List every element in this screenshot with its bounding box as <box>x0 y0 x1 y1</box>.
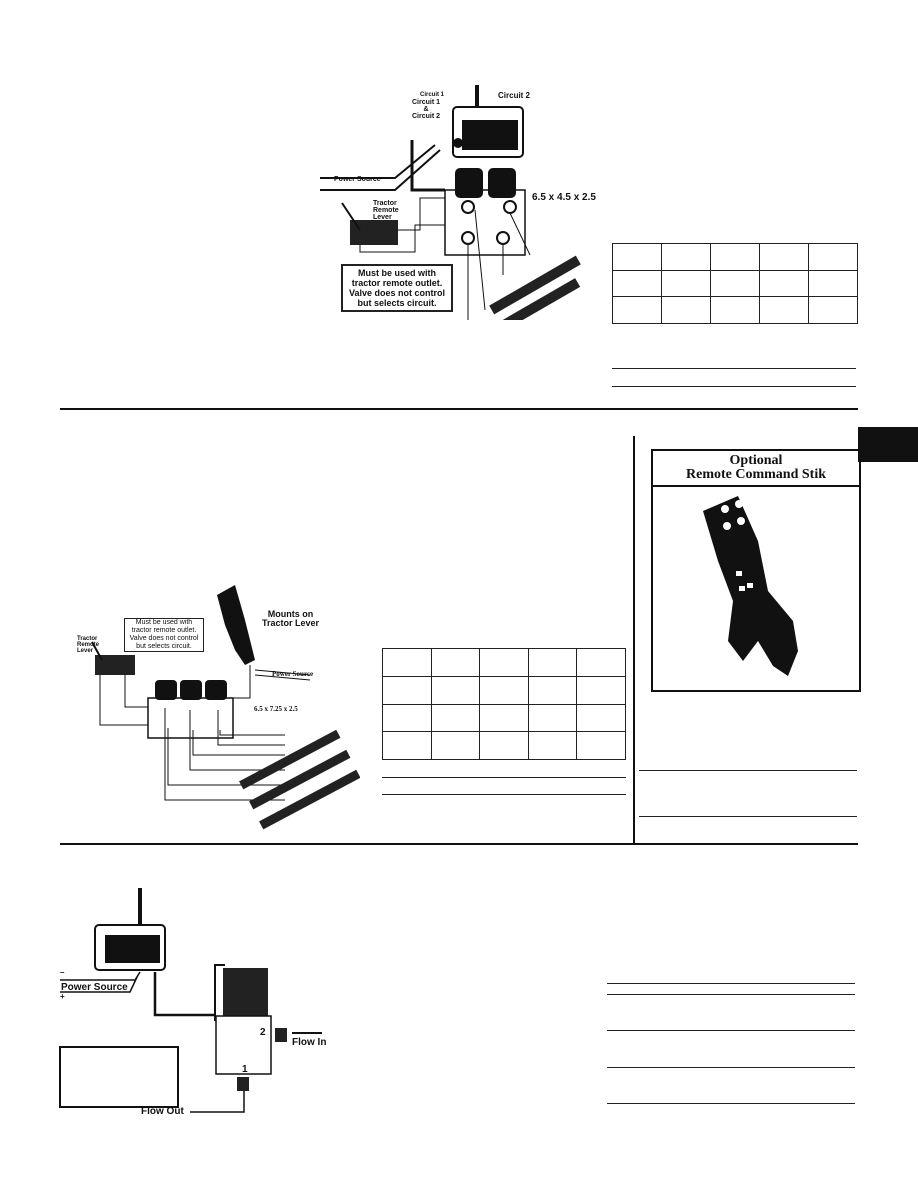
diagram-art <box>60 888 322 1113</box>
table-cell <box>576 731 626 760</box>
table-cell <box>612 296 662 324</box>
section-divider <box>60 843 858 845</box>
rule <box>607 1067 855 1068</box>
mounts-label: Mounts on Tractor Lever <box>262 609 320 628</box>
table-cell <box>612 243 662 271</box>
table-cell <box>576 648 626 677</box>
table-cell <box>527 675 578 705</box>
rule <box>607 1030 855 1031</box>
table-cell <box>576 675 626 705</box>
table-cell <box>808 269 858 298</box>
power-source-label: Power Source <box>334 176 381 183</box>
table-cell <box>710 243 760 271</box>
stik-title: Optional Remote Command Stik <box>653 451 859 487</box>
table-cell <box>759 296 809 324</box>
table-cell <box>382 675 432 705</box>
table-cell <box>759 269 809 298</box>
table-cell <box>479 731 529 760</box>
table-cell <box>479 675 529 705</box>
table-cell <box>527 703 578 733</box>
table-cell <box>479 648 529 677</box>
command-stik-image <box>703 496 798 676</box>
table-row <box>382 731 626 760</box>
column-divider <box>633 436 635 844</box>
rule <box>382 777 626 778</box>
port-2-label: 2 <box>260 1027 266 1038</box>
table-cell <box>527 648 578 677</box>
table-cell <box>382 703 432 733</box>
section-divider <box>60 408 858 410</box>
table-row <box>382 648 626 677</box>
spec-table-2 <box>382 648 626 760</box>
table-row <box>382 703 626 733</box>
table-cell <box>710 269 760 298</box>
remote-command-stik-box: Optional Remote Command Stik <box>651 449 861 692</box>
rule <box>607 983 855 984</box>
table-cell <box>612 269 662 298</box>
table-cell <box>576 703 626 733</box>
table-cell <box>430 703 481 733</box>
circuit-both-label: Circuit 1 & Circuit 2 <box>412 99 441 120</box>
table-cell <box>808 243 858 271</box>
spec-table-1 <box>612 243 858 324</box>
flow-out-label: Flow Out <box>141 1106 184 1117</box>
title-line2: Remote Command Stik <box>686 467 826 482</box>
rule <box>612 368 856 369</box>
power-source-label: Power Source <box>61 982 128 993</box>
table-cell <box>382 731 432 760</box>
rule <box>639 770 857 771</box>
rule <box>382 794 626 795</box>
dimensions-label: 6.5 x 7.25 x 2.5 <box>254 705 298 713</box>
table-row <box>382 675 626 705</box>
dimensions-label: 6.5 x 4.5 x 2.5 <box>532 192 596 203</box>
table-cell <box>661 269 711 298</box>
table-row <box>612 243 858 271</box>
circuit2-label: Circuit 2 <box>498 91 531 100</box>
rule <box>607 994 855 995</box>
diagram-art <box>320 85 581 320</box>
minus-sign: – <box>60 968 65 977</box>
table-cell <box>661 296 711 324</box>
plus-sign: + <box>60 992 65 1001</box>
section-tab <box>858 427 918 462</box>
table-cell <box>661 243 711 271</box>
table-cell <box>430 731 481 760</box>
rule <box>639 816 857 817</box>
circuit1-label: Circuit 1 <box>420 92 445 98</box>
rule <box>612 386 856 387</box>
table-cell <box>382 648 432 677</box>
table-cell <box>808 296 858 324</box>
table-cell <box>710 296 760 324</box>
table-cell <box>759 243 809 271</box>
title-line1: Optional <box>729 453 783 468</box>
port-1-label: 1 <box>242 1064 248 1075</box>
note-box: Must be used with tractor remote outlet.… <box>124 618 204 652</box>
power-source-label: Power Source <box>272 670 314 678</box>
table-row <box>612 296 858 324</box>
table-cell <box>430 648 481 677</box>
flow-in-label: Flow In <box>292 1037 327 1048</box>
tractor-lever-label: Tractor Remote Lever <box>77 636 100 654</box>
rule <box>607 1103 855 1104</box>
tractor-lever-label: Tractor Remote Lever <box>373 200 399 221</box>
table-cell <box>479 703 529 733</box>
diagram-art <box>91 585 360 830</box>
info-box <box>59 1046 179 1108</box>
note-box: Must be used with tractor remote outlet.… <box>341 264 453 312</box>
table-cell <box>527 731 578 760</box>
table-row <box>612 269 858 298</box>
table-cell <box>430 675 481 705</box>
